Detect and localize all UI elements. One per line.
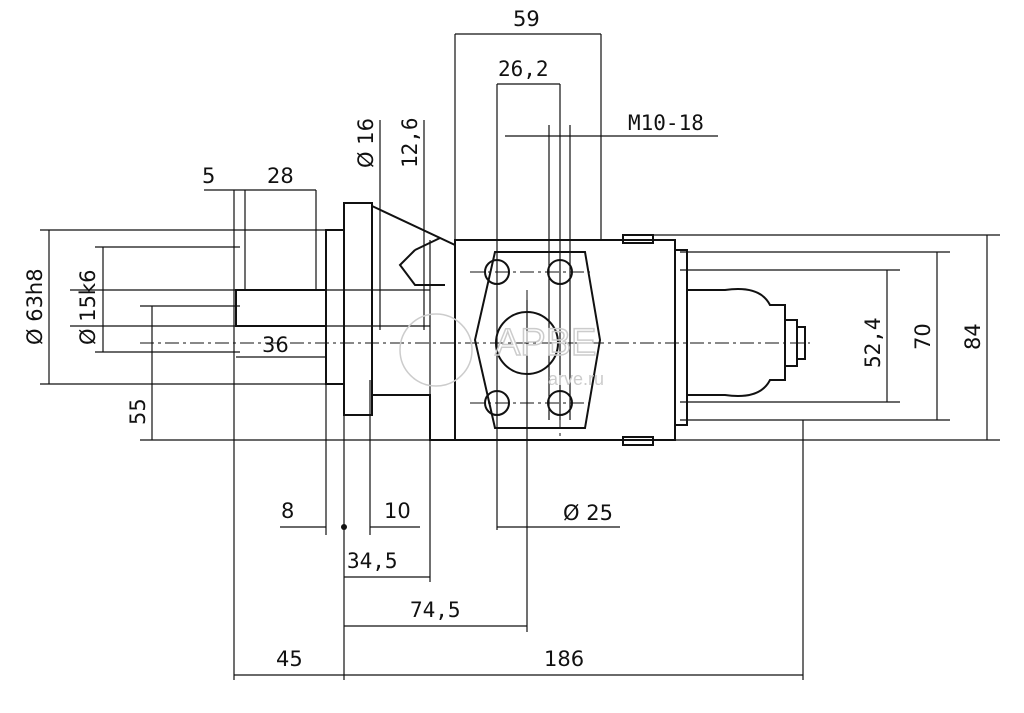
dim-84: 84	[961, 323, 985, 350]
dimension-lines	[40, 33, 1000, 680]
dim-dia-25: Ø 25	[563, 501, 613, 525]
origin-dot	[341, 524, 347, 530]
center-lines	[140, 240, 810, 440]
shaft	[235, 289, 327, 327]
port-flange	[473, 251, 602, 429]
dim-34-5: 34,5	[347, 549, 398, 573]
dim-5: 5	[202, 164, 215, 188]
dim-thread-m10: M10-18	[628, 111, 704, 135]
dim-45: 45	[276, 647, 303, 671]
svg-text:АРВЕ: АРВЕ	[495, 322, 596, 364]
dim-52-4: 52,4	[861, 317, 885, 368]
dim-26-2: 26,2	[498, 57, 549, 81]
dim-186: 186	[544, 647, 584, 671]
dim-28: 28	[267, 164, 294, 188]
dim-dia-16: Ø 16	[354, 118, 378, 168]
watermark-site: arve.ru	[548, 369, 604, 389]
dim-12-6: 12,6	[398, 117, 422, 168]
dim-10: 10	[384, 499, 411, 523]
dim-dia-63h8: Ø 63h8	[23, 268, 47, 345]
watermark-logo: АРВЕ arve.ru	[399, 313, 604, 389]
dim-55: 55	[126, 398, 150, 425]
pilot-flange	[325, 229, 345, 385]
pump-outline	[140, 202, 810, 446]
dim-36: 36	[262, 333, 289, 357]
dim-70: 70	[911, 323, 935, 350]
mounting-flange	[343, 202, 373, 416]
dim-74-5: 74,5	[410, 598, 461, 622]
dim-8: 8	[281, 499, 294, 523]
dim-59: 59	[513, 7, 540, 31]
dim-dia-15k6: Ø 15k6	[76, 270, 100, 345]
